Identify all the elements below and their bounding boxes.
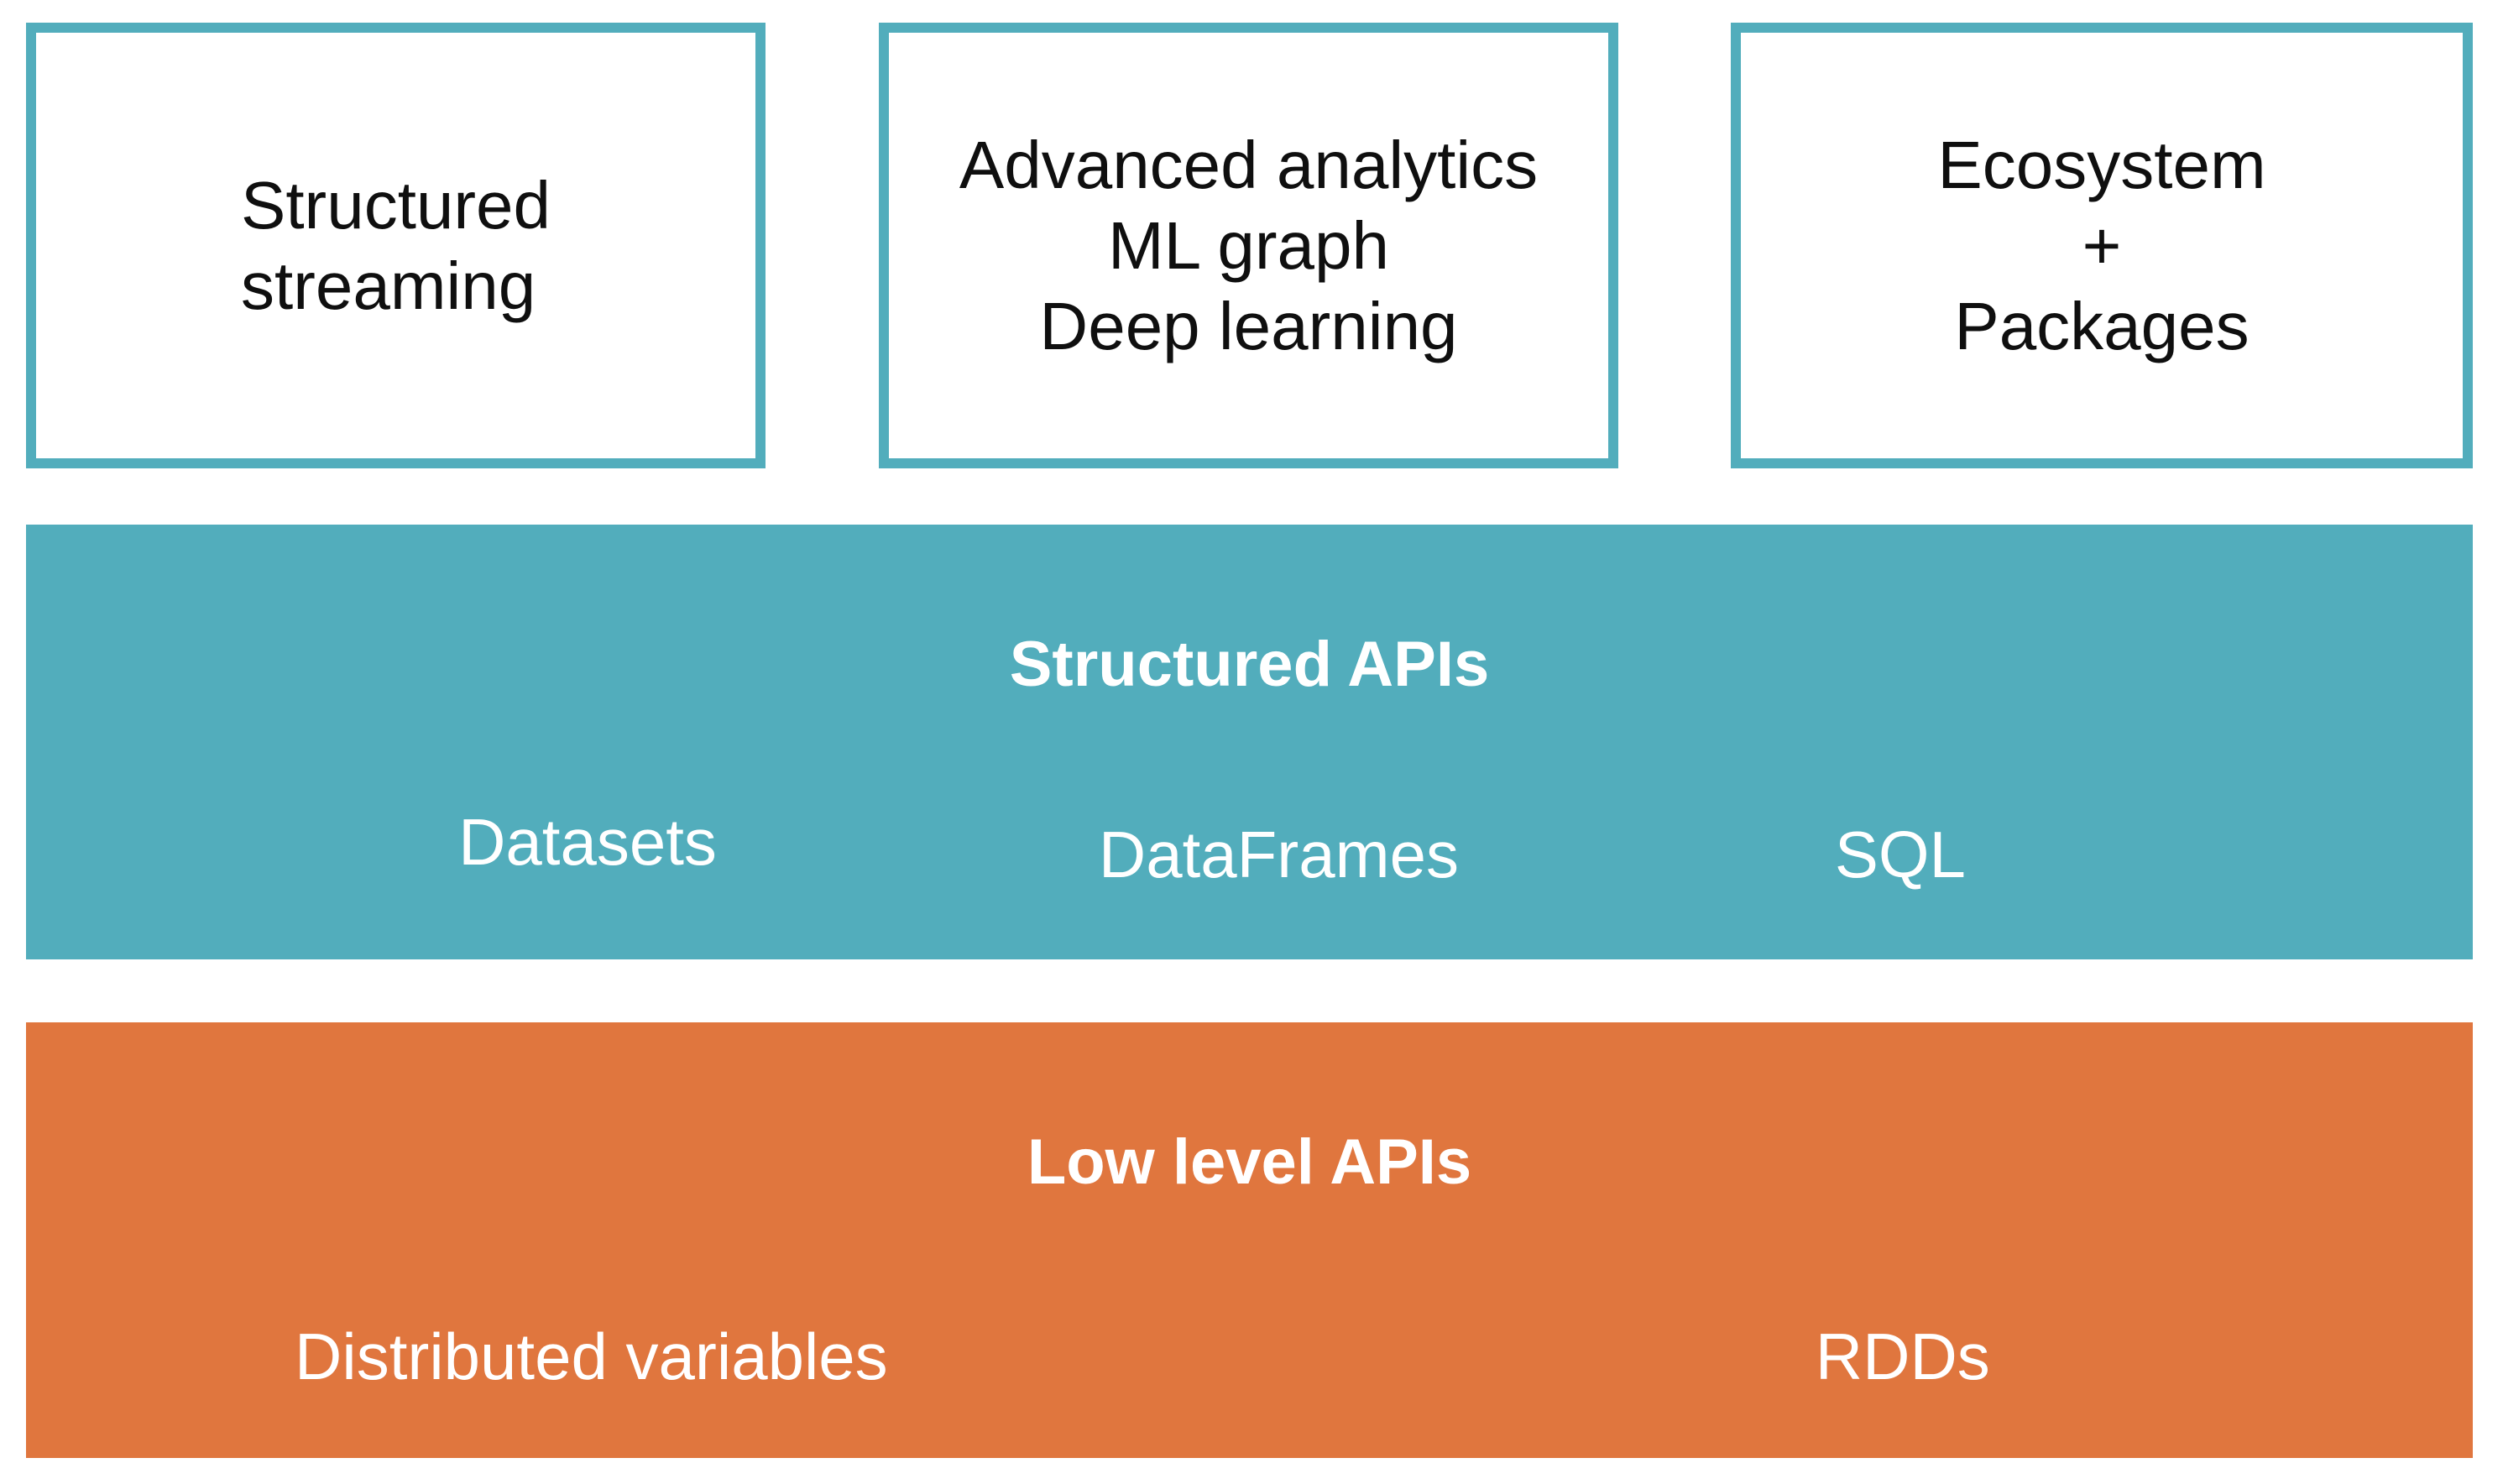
rdds-label: RDDs <box>1815 1319 1990 1393</box>
box-line: Deep learning <box>1039 288 1458 363</box>
ecosystem-packages-box: Ecosystem + Packages <box>1731 23 2473 468</box>
structured-apis-band: Structured APIs Datasets DataFrames SQL <box>26 525 2473 959</box>
sql-label: SQL <box>1834 818 1966 891</box>
box-line: Advanced analytics <box>959 127 1539 202</box>
dataframes-label: DataFrames <box>1098 818 1460 891</box>
datasets-label: Datasets <box>458 805 717 879</box>
advanced-analytics-label: Advanced analytics ML graph Deep learnin… <box>959 125 1538 367</box>
structured-streaming-box: Structured streaming <box>26 23 766 468</box>
advanced-analytics-box: Advanced analytics ML graph Deep learnin… <box>879 23 1618 468</box>
structured-streaming-label: Structured streaming <box>241 165 551 327</box>
box-line: streaming <box>240 248 536 323</box>
box-line: Structured <box>240 167 551 243</box>
low-level-apis-title: Low level APIs <box>1027 1126 1472 1198</box>
low-level-apis-band: Low level APIs Distributed variables RDD… <box>26 1022 2473 1458</box>
distributed-variables-label: Distributed variables <box>295 1319 888 1393</box>
box-line: ML graph <box>1107 207 1389 283</box>
box-line: Packages <box>1954 288 2250 363</box>
structured-apis-title: Structured APIs <box>1009 629 1490 700</box>
ecosystem-packages-label: Ecosystem + Packages <box>1937 125 2265 367</box>
box-line: + <box>2082 207 2122 283</box>
box-line: Ecosystem <box>1937 127 2266 202</box>
